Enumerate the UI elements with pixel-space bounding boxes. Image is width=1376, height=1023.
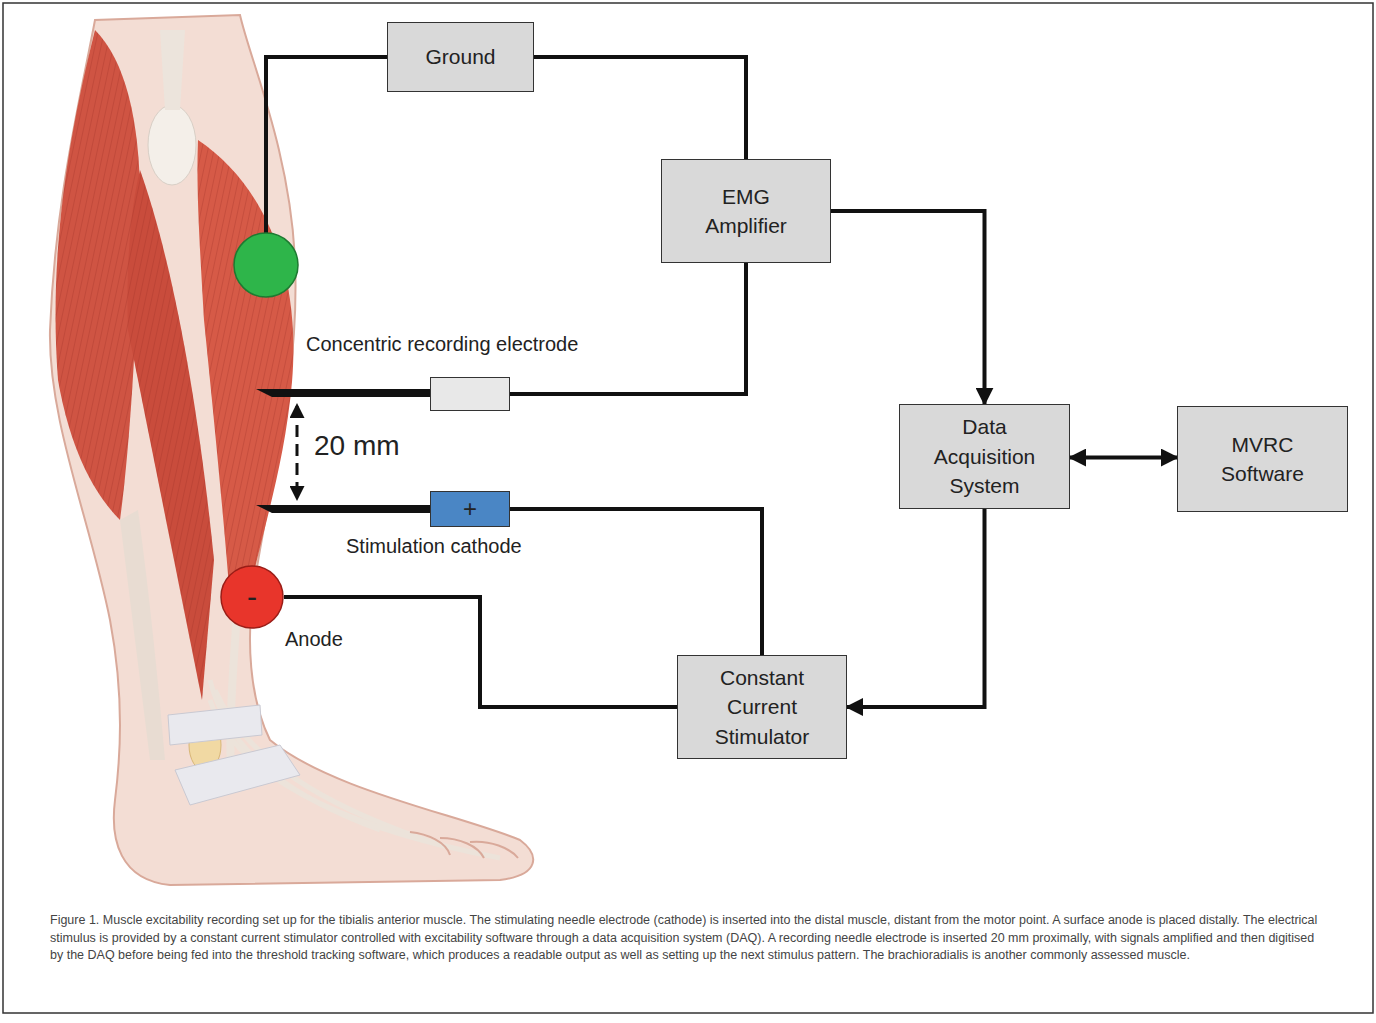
ground-box: Ground [387,22,534,92]
electrode-connector: Concentric recording electrode [430,377,510,411]
recording-needle [256,389,430,397]
connector-wire [1070,456,1177,460]
stimulating-needle [256,505,430,513]
node-text: Constant Current Stimulator [696,663,828,751]
node-text: Ground [425,42,495,71]
connector-wire [534,57,746,159]
node-text: EMG Amplifier [680,182,812,241]
node-text: + [463,497,477,521]
figure-caption: Figure 1. Muscle excitability recording … [50,912,1326,965]
ground-electrode-pad [234,233,298,297]
node-text: Data Acquisition System [918,412,1051,500]
dimension-arrow [296,406,299,498]
anode-electrode: -Anode [220,565,284,629]
software-box: MVRC Software [1177,406,1348,512]
stimulator-box: Constant Current Stimulator [677,655,847,759]
part-label: Stimulation cathode [346,534,522,558]
electrode-pad-circle [221,566,283,628]
ground-wire [266,57,387,233]
connector-wire [831,211,985,404]
amplifier-box: EMG Amplifier [661,159,831,263]
leg-drawing [50,15,533,885]
daq-box: Data Acquisition System [899,404,1070,509]
node-text: MVRC Software [1196,430,1329,489]
connector-wire [510,263,746,394]
figure-frame [3,3,1373,1013]
connector-wire [510,509,762,655]
connector-wire [847,509,985,707]
dimension-label: 20 mm [314,430,400,462]
node-text: - [247,582,257,612]
ground-electrode [234,57,387,297]
connector-wire [284,597,677,707]
cathode-connector: +Stimulation cathode [430,491,510,527]
part-label: Concentric recording electrode [306,332,578,356]
part-label: Anode [285,627,343,651]
